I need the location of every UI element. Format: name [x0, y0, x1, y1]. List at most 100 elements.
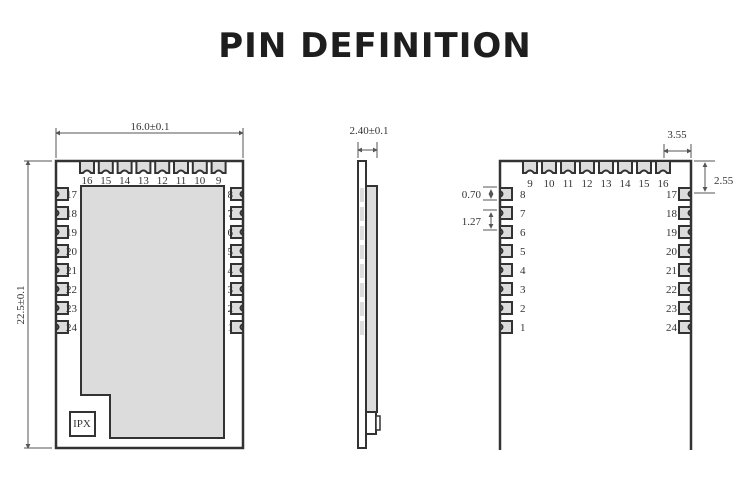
pin-label: 7: [520, 208, 526, 220]
pin-label: 11: [563, 178, 574, 190]
pin-pad: [191, 160, 208, 174]
pitch-dimension: 1.27: [462, 216, 482, 228]
pin-pad: [499, 263, 513, 277]
pin-pad: [230, 301, 244, 315]
pin-label: 16: [658, 178, 670, 190]
pin-pad: [230, 225, 244, 239]
pin-label: 3: [228, 284, 234, 296]
pin-pad: [560, 160, 576, 174]
antenna-label: IPX: [73, 418, 91, 430]
pin-pad: [135, 160, 152, 174]
pin-pad: [97, 160, 114, 174]
pin-label: 2: [228, 303, 234, 315]
pin-pad: [678, 225, 692, 239]
pin-pad: [230, 244, 244, 258]
pin-side: [360, 321, 364, 335]
pin-pad: [154, 160, 171, 174]
pin-label: 20: [66, 246, 78, 258]
pin-pad: [579, 160, 595, 174]
side-view-module: [357, 142, 381, 449]
pin-label: 21: [666, 265, 677, 277]
pin-label: 7: [228, 208, 234, 220]
connector-tab: [375, 415, 381, 431]
pin-pad: [499, 187, 513, 201]
pin-label: 14: [620, 178, 632, 190]
connector-side: [365, 411, 377, 435]
pin-pad: [655, 160, 671, 174]
pin-label: 11: [176, 175, 187, 187]
pin-label: 9: [216, 175, 222, 187]
pin-label: 13: [601, 178, 613, 190]
pin-pad: [55, 301, 69, 315]
pin-label: 22: [666, 284, 677, 296]
pin-label: 19: [666, 227, 678, 239]
shield-side: [365, 185, 378, 413]
pin-pad: [230, 187, 244, 201]
pin-label: 10: [544, 178, 556, 190]
pin-side: [360, 264, 364, 278]
pin-label: 15: [639, 178, 651, 190]
pin-label: 5: [228, 246, 234, 258]
pin-side: [360, 302, 364, 316]
pin-label: 4: [520, 265, 526, 277]
pin-label: 4: [228, 265, 234, 277]
module-outline: [498, 159, 693, 450]
pin-label: 9: [527, 178, 533, 190]
pin-pad: [116, 160, 133, 174]
pin-label: 1: [520, 322, 526, 334]
pin-pad: [210, 160, 227, 174]
pin-label: 16: [82, 175, 94, 187]
ipx-connector: [69, 411, 96, 437]
pin-label: 18: [66, 208, 78, 220]
pin-label: 5: [520, 246, 526, 258]
pin-pad: [55, 244, 69, 258]
pin-side: [360, 226, 364, 240]
pin-pad: [499, 301, 513, 315]
pin-side: [360, 207, 364, 221]
pin-pad: [678, 206, 692, 220]
pin-pad: [499, 244, 513, 258]
pin-pad: [55, 282, 69, 296]
corner-height-dimension: 2.55: [714, 175, 734, 187]
pin-label: 21: [66, 265, 77, 277]
pin-pad: [55, 187, 69, 201]
pin-pad: [678, 320, 692, 334]
pin-pad: [678, 282, 692, 296]
pin-pad: [678, 244, 692, 258]
pin-pad: [55, 320, 69, 334]
pin-pad: [230, 263, 244, 277]
height-dimension: 22.5±0.1: [15, 285, 27, 324]
pin-label: 24: [66, 322, 78, 334]
shield-can: [80, 185, 225, 439]
pin-side: [360, 283, 364, 297]
pin-pad: [230, 320, 244, 334]
pin-pad: [55, 225, 69, 239]
pin-label: 18: [666, 208, 678, 220]
pin-label: 6: [520, 227, 526, 239]
pad-width-dimension: 0.70: [462, 189, 482, 201]
pin-label: 10: [194, 175, 206, 187]
pin-pad: [678, 301, 692, 315]
pin-pad: [173, 160, 189, 174]
pin-pad: [522, 160, 538, 174]
pin-pad: [499, 282, 513, 296]
pin-label: 20: [666, 246, 678, 258]
pin-label: 22: [66, 284, 77, 296]
pin-label: 14: [119, 175, 131, 187]
pin-label: 19: [66, 227, 78, 239]
pin-label: 3: [520, 284, 526, 296]
pin-side: [360, 245, 364, 259]
pin-label: 15: [100, 175, 112, 187]
thickness-dimension: 2.40±0.1: [349, 125, 388, 137]
pin-pad: [541, 160, 557, 174]
pin-pad: [598, 160, 614, 174]
pin-label: 13: [138, 175, 150, 187]
pin-label: 12: [157, 175, 168, 187]
pin-label: 6: [228, 227, 234, 239]
pin-pad: [499, 225, 513, 239]
pin-pad: [499, 206, 513, 220]
pin-side: [360, 188, 364, 202]
